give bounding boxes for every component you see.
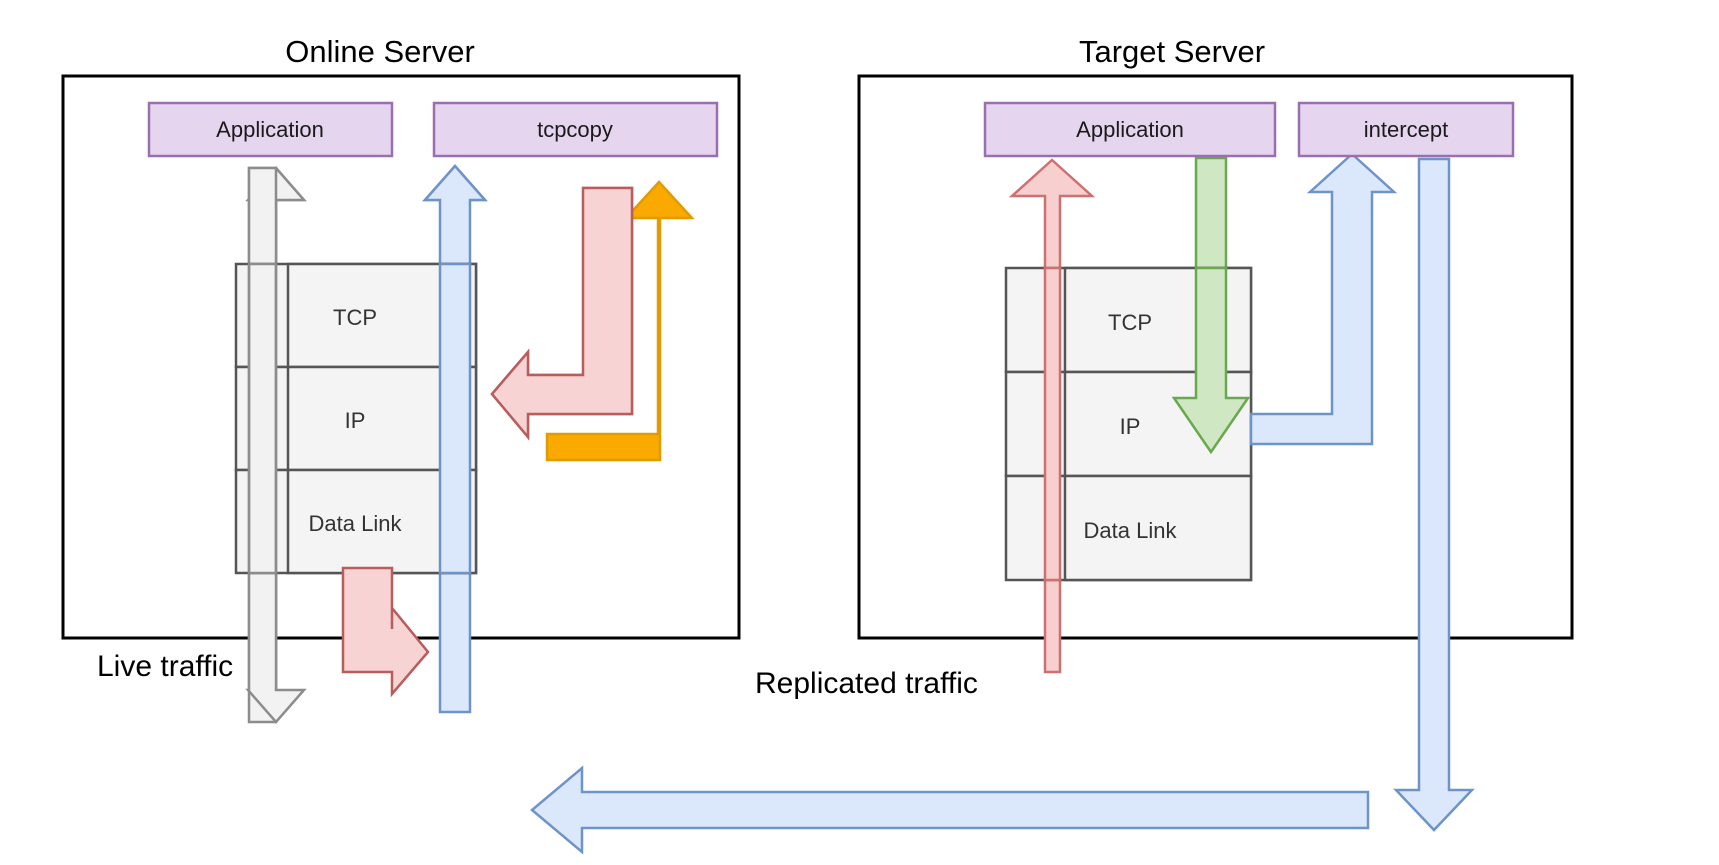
online-layer-label-tcp: TCP bbox=[333, 305, 377, 330]
online-process-box-tcpcopy[interactable] bbox=[432, 101, 719, 158]
target-process-label-application: Application bbox=[1076, 117, 1184, 142]
target-server-frame bbox=[857, 74, 1574, 640]
target-layer-label-tcp: TCP bbox=[1108, 310, 1152, 335]
online-process-label-tcpcopy: tcpcopy bbox=[537, 117, 613, 142]
arrow-red-through-stack bbox=[1043, 266, 1062, 582]
label-replicated-traffic: Replicated traffic bbox=[755, 667, 978, 700]
arrow-tcpcopy-down-left-body bbox=[490, 186, 634, 441]
target-process-label-intercept: intercept bbox=[1364, 117, 1448, 142]
target-layer-label-ip: IP bbox=[1120, 414, 1141, 439]
target-datalink-panel bbox=[1063, 474, 1253, 582]
label-live-traffic: Live traffic bbox=[97, 650, 233, 683]
arrow-blue-through-stack bbox=[438, 262, 472, 575]
online-layer-label-datalink: Data Link bbox=[309, 511, 403, 536]
arrow-capture-right-up bbox=[545, 180, 695, 462]
target-process-box-application[interactable] bbox=[983, 101, 1277, 158]
target-process-box-intercept[interactable] bbox=[1297, 101, 1515, 158]
arrow-intercept-down bbox=[1393, 157, 1475, 832]
online-process-box-application[interactable] bbox=[147, 101, 394, 158]
online-process-label-application: Application bbox=[216, 117, 324, 142]
target-layer-label-datalink: Data Link bbox=[1084, 518, 1178, 543]
arrow-live-through-stack bbox=[247, 262, 278, 575]
arrow-ip-right-up-intercept bbox=[1249, 152, 1398, 446]
online-server-group: Online Server TCP IP bbox=[61, 34, 741, 724]
arrow-return-to-online bbox=[530, 765, 1370, 855]
target-server-title: Target Server bbox=[1079, 34, 1265, 69]
arrow-datalink-down-right bbox=[341, 566, 430, 698]
online-layer-label-ip: IP bbox=[345, 408, 366, 433]
arrow-green-through-stack bbox=[1171, 266, 1251, 455]
online-server-title: Online Server bbox=[285, 34, 475, 69]
target-server-group: Target Server TCP IP Data Link bbox=[755, 34, 1574, 832]
